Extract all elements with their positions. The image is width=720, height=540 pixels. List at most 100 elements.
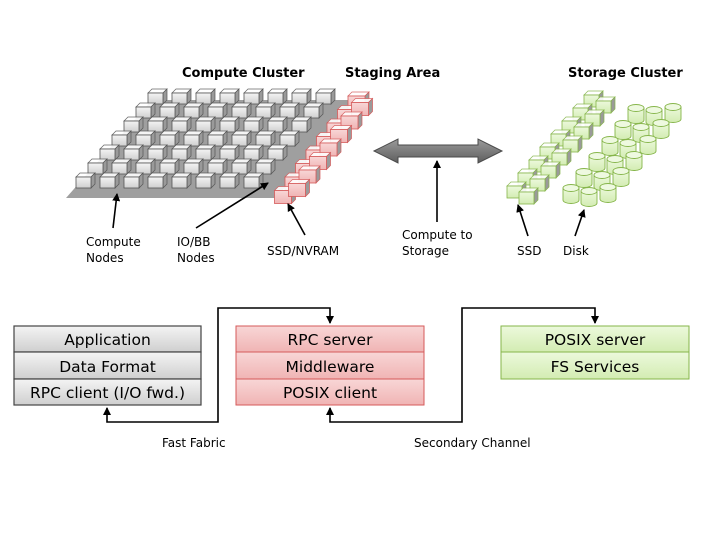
compute-node — [195, 144, 216, 161]
compute-to-storage-label-line1: Compute to — [402, 228, 473, 242]
compute-node — [159, 130, 180, 147]
compute-node — [231, 158, 252, 175]
compute-node — [99, 144, 120, 161]
compute-node — [291, 116, 312, 133]
disk-node — [601, 136, 619, 156]
compute-node — [231, 130, 252, 147]
compute-node — [207, 102, 228, 119]
io-bb-nodes-pointer — [195, 182, 269, 229]
compute-nodes-label-line1: Compute — [86, 235, 141, 249]
compute-node — [183, 158, 204, 175]
disk-node — [580, 187, 598, 207]
compute-node — [123, 116, 144, 133]
storage-stack-fs-services-label: FS Services — [551, 358, 640, 376]
compute-node — [111, 130, 132, 147]
io-bb-nodes-label-line2: Nodes — [177, 251, 215, 265]
compute-node — [219, 88, 240, 105]
storage-stack-layer-fs-services — [500, 351, 690, 380]
ssd-node — [518, 187, 539, 205]
staging-stack-middleware-label: Middleware — [286, 358, 375, 376]
disk-node — [599, 183, 617, 203]
staging-stack-layer-rpc-server — [235, 325, 425, 353]
compute-node — [267, 88, 288, 105]
disk-node — [612, 167, 630, 187]
client-stack-layer-data-format — [13, 351, 202, 380]
compute-node — [147, 172, 168, 189]
disk-label: Disk — [563, 244, 589, 258]
compute-node — [219, 172, 240, 189]
compute-node — [219, 116, 240, 133]
disk-node — [562, 184, 580, 204]
ssd-array — [506, 90, 616, 205]
disk-node — [588, 152, 606, 172]
compute-node — [315, 88, 336, 105]
compute-node — [147, 144, 168, 161]
disk-array — [562, 103, 682, 207]
compute-node — [255, 102, 276, 119]
staging-node — [319, 138, 342, 157]
compute-node — [171, 88, 192, 105]
compute-node — [75, 172, 96, 189]
compute-node — [123, 172, 144, 189]
compute-nodes-label-line2: Nodes — [86, 251, 124, 265]
client-stack-layer-rpc-client — [13, 378, 202, 406]
compute-node — [87, 158, 108, 175]
client-stack-data-format-label: Data Format — [59, 358, 156, 376]
ssd-label: SSD — [517, 244, 541, 258]
disk-pointer — [574, 209, 586, 237]
fast-fabric-connector-up — [217, 307, 334, 392]
compute-to-storage-arrow — [372, 138, 504, 164]
compute-node — [183, 130, 204, 147]
secondary-channel-connector-down — [326, 370, 463, 423]
compute-node — [279, 130, 300, 147]
compute-node — [255, 158, 276, 175]
compute-node — [195, 172, 216, 189]
compute-node — [243, 172, 264, 189]
staging-stack-layer-posix-client — [235, 378, 425, 406]
compute-node — [135, 158, 156, 175]
staging-stack: RPC server Middleware POSIX client — [235, 325, 425, 406]
compute-cluster-title: Compute Cluster — [182, 66, 305, 81]
compute-node — [111, 158, 132, 175]
compute-node — [171, 116, 192, 133]
disk-node — [625, 151, 643, 171]
client-stack: Application Data Format RPC client (I/O … — [13, 325, 202, 406]
compute-node — [123, 144, 144, 161]
compute-node — [207, 130, 228, 147]
compute-node — [183, 102, 204, 119]
compute-node — [267, 144, 288, 161]
compute-node — [243, 116, 264, 133]
compute-node — [159, 102, 180, 119]
compute-node — [135, 130, 156, 147]
io-bb-nodes-label-line1: IO/BB — [177, 235, 211, 249]
ssd-node — [551, 148, 572, 166]
ssd-pointer — [516, 204, 529, 237]
staging-node-column — [273, 91, 374, 205]
compute-node — [219, 144, 240, 161]
compute-to-storage-label-line2: Storage — [402, 244, 449, 258]
disk-node — [652, 119, 670, 139]
staging-stack-posix-client-label: POSIX client — [283, 384, 377, 402]
fast-fabric-connector-down — [103, 392, 219, 423]
compute-node-grid — [75, 88, 336, 189]
disk-node — [627, 104, 645, 124]
compute-node — [207, 158, 228, 175]
disk-node — [639, 135, 657, 155]
disk-node — [664, 103, 682, 123]
disk-node — [632, 123, 650, 143]
staging-stack-layer-middleware — [235, 351, 425, 380]
staging-stack-rpc-server-label: RPC server — [288, 331, 374, 349]
storage-stack: POSIX server FS Services — [500, 325, 690, 380]
fast-fabric-label: Fast Fabric — [162, 436, 226, 450]
compute-node — [171, 172, 192, 189]
ssd-nvram-pointer — [287, 203, 306, 236]
disk-node — [614, 120, 632, 140]
compute-node — [231, 102, 252, 119]
disk-node — [575, 168, 593, 188]
compute-node — [195, 116, 216, 133]
compute-node — [195, 88, 216, 105]
compute-node — [291, 88, 312, 105]
compute-node — [147, 88, 168, 105]
ssd-node — [573, 122, 594, 140]
